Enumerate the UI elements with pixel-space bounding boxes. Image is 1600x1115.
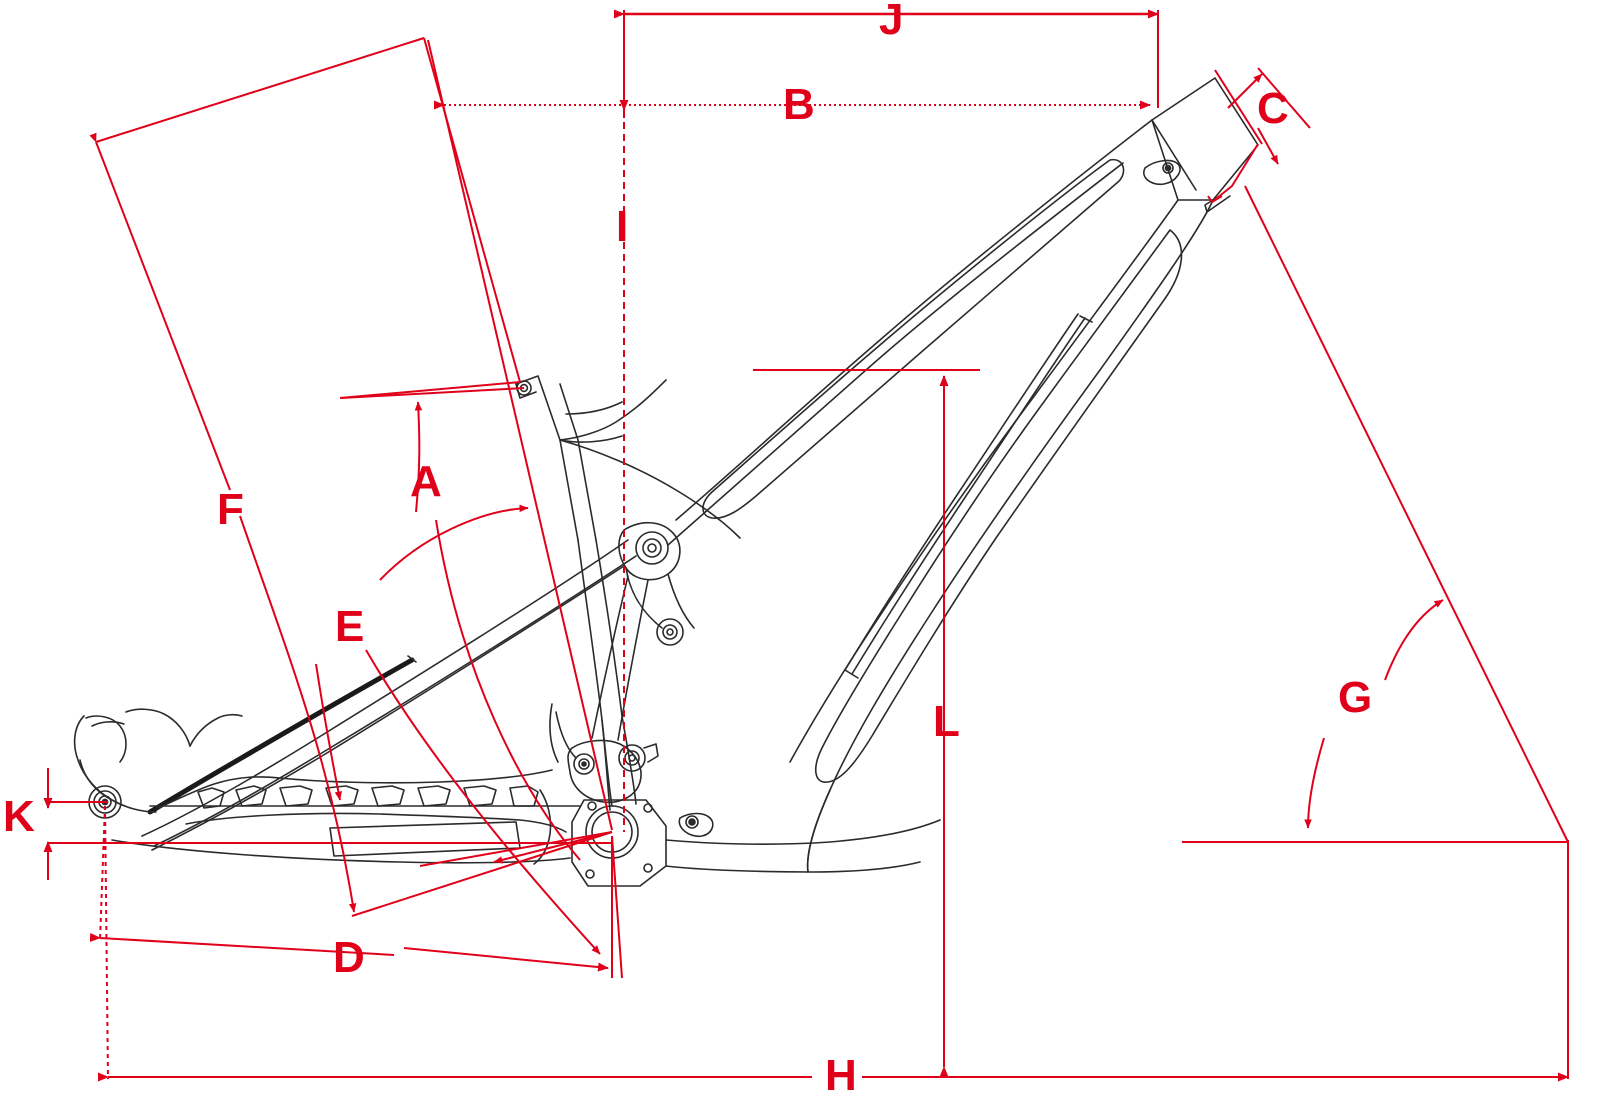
bb-leader-lines — [351, 831, 613, 917]
dimension-G — [1182, 185, 1569, 843]
dimension-L — [753, 369, 980, 1077]
bike-frame-outline — [73, 77, 1259, 887]
annotation-layer — [43, 9, 1569, 1082]
dimension-label-L: L — [933, 697, 960, 746]
dimension-C — [1207, 67, 1311, 204]
dimension-K — [43, 768, 612, 880]
dimension-label-H: H — [825, 1051, 857, 1100]
dimension-label-A: A — [410, 457, 442, 506]
dimension-label-D: D — [333, 933, 365, 982]
dimension-label-I: I — [616, 202, 629, 251]
dimension-label-F: F — [217, 485, 244, 534]
dimension-label-C: C — [1257, 84, 1289, 133]
dimension-label-G: G — [1338, 673, 1373, 722]
dimension-D — [89, 805, 623, 979]
dimension-label-E: E — [335, 602, 365, 651]
dimension-E — [315, 39, 613, 955]
dimension-label-B: B — [783, 80, 815, 129]
dimension-label-K: K — [3, 792, 35, 841]
dimension-H — [98, 805, 1569, 1082]
dimension-label-J: J — [879, 0, 904, 44]
dimension-A — [340, 387, 581, 861]
